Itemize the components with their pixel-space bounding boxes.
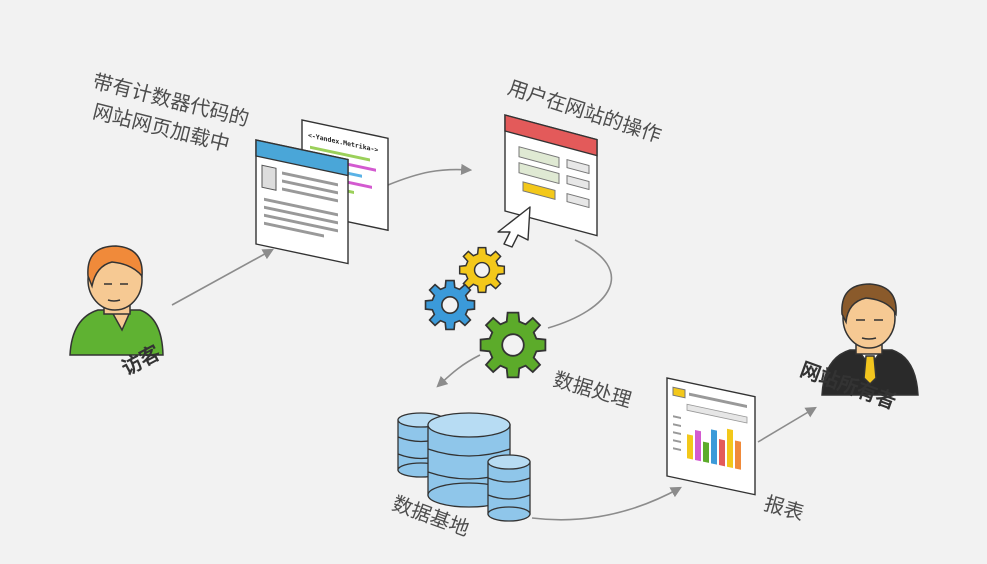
database-icon [397,412,531,522]
arrow-page-to-actions [387,163,473,186]
arrow-processing-to-database [436,354,481,388]
gears-icon [424,246,547,379]
db-cylinder-big [427,412,511,508]
site-owner-avatar [821,283,919,396]
user-actions-illustration [497,114,598,248]
visitor-avatar [69,245,164,356]
arrow-database-to-report [531,486,682,521]
arrow-visitor-to-page [171,248,274,306]
report-icon [666,377,756,496]
flow-lines [171,163,817,521]
arrow-report-to-owner [757,406,817,443]
browser-window [255,139,349,265]
page-load-illustration: <-Yandex.Metrika-> [255,119,389,265]
arrow-actions-to-processing [547,239,612,329]
mouse-cursor-icon [497,206,531,248]
db-cylinder-small [487,454,531,522]
